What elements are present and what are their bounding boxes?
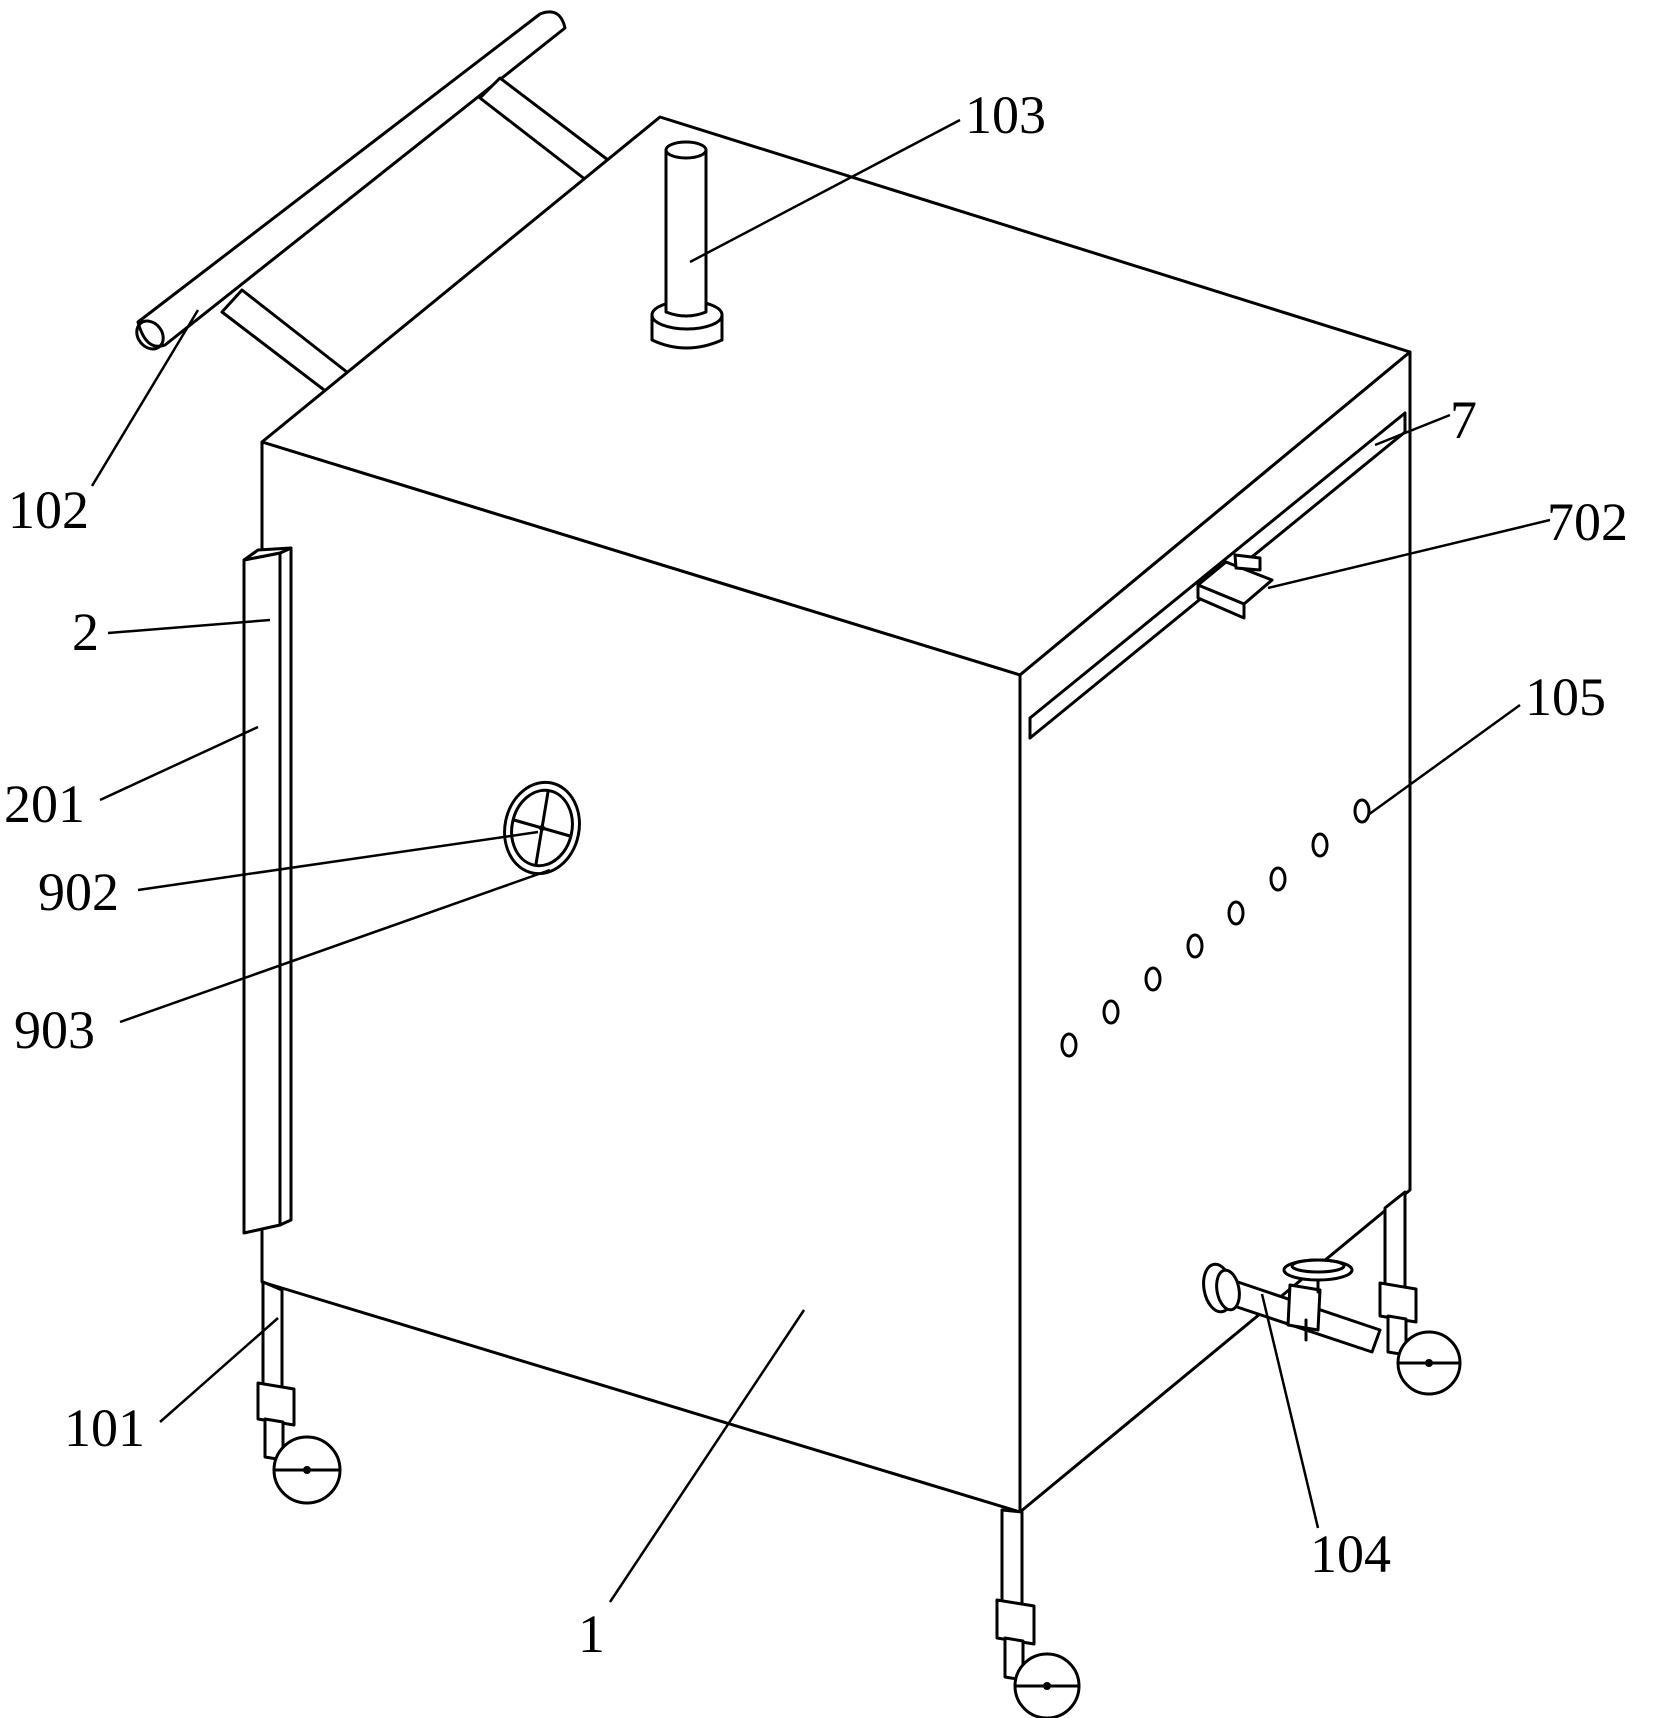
- label-103: 103: [965, 85, 1046, 145]
- handwheel-902: [503, 780, 581, 876]
- caster-back-right: [1378, 1190, 1462, 1396]
- leader-101: [159, 1317, 279, 1423]
- leader-103: [689, 118, 961, 264]
- leader-903: [119, 868, 551, 1024]
- label-7: 7: [1450, 390, 1477, 450]
- indicator-strip-2: [242, 546, 293, 1235]
- leader-702: [1267, 518, 1551, 590]
- top-pipe-103: [650, 140, 724, 350]
- label-104: 104: [1310, 1524, 1391, 1584]
- label-902: 902: [38, 862, 119, 922]
- label-702: 702: [1547, 492, 1628, 552]
- leader-201: [99, 725, 259, 802]
- leader-902: [137, 830, 539, 892]
- label-2: 2: [72, 602, 99, 662]
- leader-1: [608, 1309, 806, 1603]
- label-1: 1: [578, 1604, 605, 1664]
- leader-2: [107, 618, 271, 635]
- slider-702: [1196, 553, 1274, 620]
- label-102: 102: [8, 480, 89, 540]
- label-903: 903: [14, 1000, 95, 1060]
- leader-105: [1367, 703, 1521, 817]
- cabinet-body: [260, 115, 1412, 1514]
- caster-front-left: [256, 1280, 342, 1505]
- caster-front-right: [995, 1508, 1081, 1718]
- label-105: 105: [1525, 667, 1606, 727]
- label-201: 201: [4, 774, 85, 834]
- reference-labels: 103 102 7 702 2 201 105 902 903 101 1 10…: [4, 85, 1628, 1664]
- leader-102: [90, 309, 200, 487]
- leader-lines: [90, 118, 1551, 1603]
- handle-102: [135, 10, 610, 398]
- label-101: 101: [64, 1398, 145, 1458]
- leader-7: [1374, 413, 1451, 447]
- leader-104: [1260, 1293, 1320, 1529]
- observation-holes-105: [1060, 798, 1371, 1058]
